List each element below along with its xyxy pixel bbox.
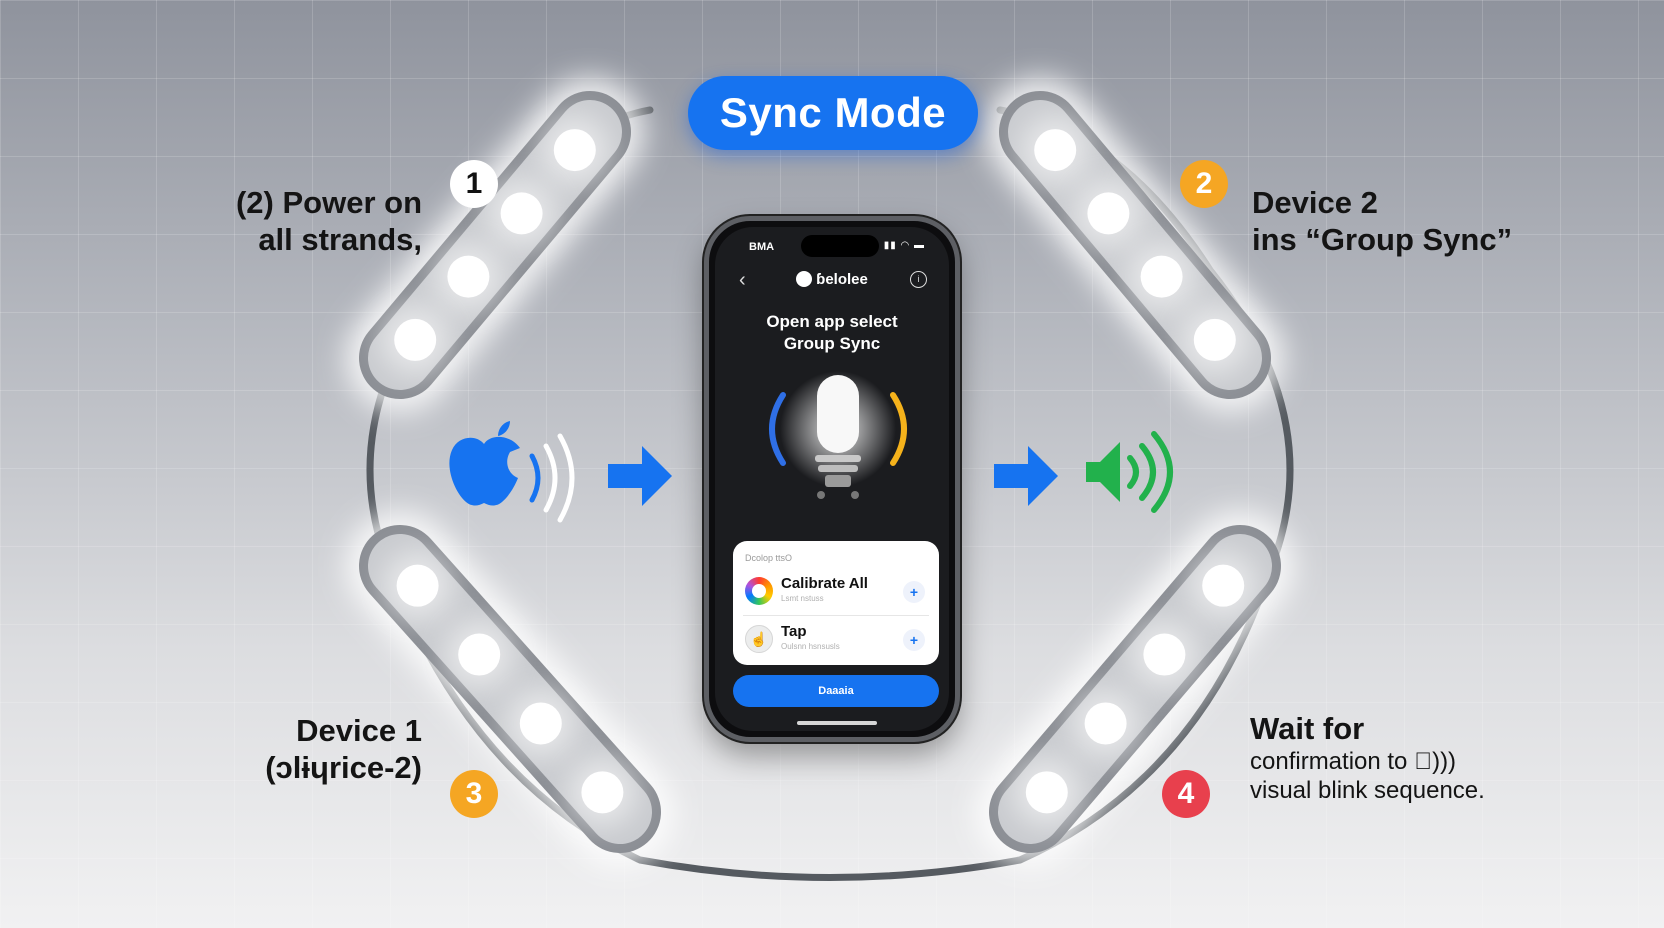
option-title: Tap <box>781 623 807 640</box>
step-2-badge: 2 <box>1180 160 1228 208</box>
led-bulb <box>1193 318 1236 361</box>
option-title: Calibrate All <box>781 575 868 592</box>
status-time: BMA <box>749 241 775 253</box>
option-calibrate-all[interactable]: Calibrate All Lsmt nstuss + <box>743 569 929 616</box>
step-4-heading: Wait for <box>1250 711 1365 746</box>
step-1-line-1: (2) Power on <box>235 185 422 220</box>
led-bulb <box>394 318 437 361</box>
color-ring-icon <box>745 577 773 605</box>
led-bulb <box>1087 192 1130 235</box>
info-icon[interactable]: i <box>910 271 927 288</box>
step-3-line-2: (ɔlɨɥrice-2) <box>265 750 422 785</box>
step-2-label: Device 2 ins “Group Sync” <box>1252 184 1552 258</box>
step-3-badge: 3 <box>450 770 498 818</box>
step-4-line-2: visual blink sequence. <box>1250 777 1485 804</box>
phone: BMA ▮▮ ◠ ▬ ‹ ɓelolee i Open app select G… <box>704 216 960 742</box>
primary-button[interactable]: Daaaia <box>733 675 939 707</box>
step-1-label: (2) Power on all strands, <box>200 184 422 258</box>
phone-screen: BMA ▮▮ ◠ ▬ ‹ ɓelolee i Open app select G… <box>715 227 949 731</box>
led-bulb <box>519 702 562 745</box>
speaker-icon <box>1086 431 1173 513</box>
led-bulb <box>1140 255 1183 298</box>
add-button[interactable]: + <box>903 629 925 651</box>
step-2-line-2: ins “Group Sync” <box>1252 222 1513 257</box>
step-4-badge: 4 <box>1162 770 1210 818</box>
light-strand-icon <box>975 511 1295 867</box>
app-name: ɓelolee <box>816 271 868 288</box>
sync-prompt: Open app select Group Sync <box>725 311 939 355</box>
bulb-icon <box>769 371 907 499</box>
led-bulb <box>396 564 439 607</box>
led-bulb <box>1034 129 1077 172</box>
apple-sound-icon <box>449 421 575 523</box>
step-4-label: Wait for confirmation to ))) visual bli… <box>1250 710 1550 805</box>
step-1-badge: 1 <box>450 160 498 208</box>
status-icons: ▮▮ ◠ ▬ <box>883 240 925 251</box>
led-bulb <box>1202 564 1245 607</box>
led-bulb <box>553 129 596 172</box>
option-subtitle: Lsmt nstuss <box>781 594 824 603</box>
arrow-right-icon <box>608 446 672 506</box>
card-header: Dcolop ttsO <box>745 553 793 563</box>
app-title: ɓelolee <box>715 271 949 288</box>
dynamic-island <box>801 235 879 257</box>
led-bulb <box>1025 771 1068 814</box>
step-2-line-1: Device 2 <box>1252 185 1378 220</box>
led-bulb <box>447 255 490 298</box>
step-3-line-1: Device 1 <box>296 713 422 748</box>
light-strand-icon <box>345 511 675 867</box>
option-subtitle: Oulsnn hsnsusls <box>781 642 840 651</box>
back-icon[interactable]: ‹ <box>739 269 746 291</box>
add-button[interactable]: + <box>903 581 925 603</box>
app-logo-icon <box>796 271 813 287</box>
sync-options-card: Dcolop ttsO Calibrate All Lsmt nstuss + … <box>733 541 939 665</box>
light-strand-icon <box>345 77 645 413</box>
step-1-line-2: all strands, <box>258 222 422 257</box>
led-bulb <box>500 192 543 235</box>
home-indicator <box>797 721 877 725</box>
step-3-label: Device 1 (ɔlɨɥrice-2) <box>180 712 422 786</box>
led-bulb <box>1143 633 1186 676</box>
arrow-right-icon <box>994 446 1058 506</box>
led-bulb <box>1084 702 1127 745</box>
prompt-line-2: Group Sync <box>783 334 881 353</box>
step-4-line-1: confirmation to ))) <box>1250 748 1456 775</box>
led-bulb <box>458 633 501 676</box>
led-bulb <box>581 771 624 814</box>
sync-mode-title: Sync Mode <box>688 76 978 150</box>
option-tap[interactable]: ☝ Tap Oulsnn hsnsusls + <box>743 617 929 663</box>
touch-icon: ☝ <box>745 625 773 653</box>
light-strand-icon <box>985 77 1285 413</box>
prompt-line-1: Open app select <box>766 312 898 331</box>
